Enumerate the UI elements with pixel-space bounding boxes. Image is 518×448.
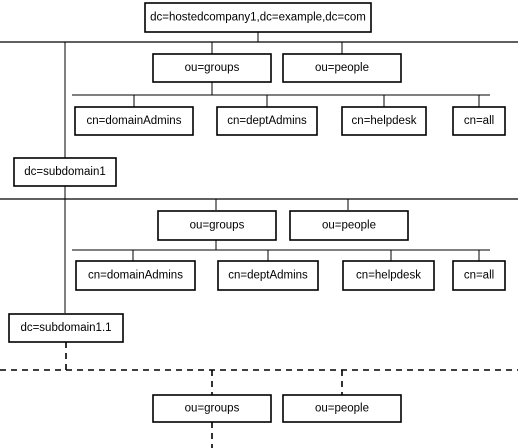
cn-node: cn=domainAdmins bbox=[75, 260, 196, 291]
cn-node: cn=helpdesk bbox=[341, 106, 427, 136]
cn-node-label: cn=deptAdmins bbox=[228, 270, 308, 282]
root-node-label: dc=hostedcompany1,dc=example,dc=com bbox=[150, 12, 366, 24]
cn-node: cn=deptAdmins bbox=[216, 106, 318, 136]
ou-node: ou=groups bbox=[152, 394, 272, 423]
cn-node-label: cn=all bbox=[464, 115, 494, 127]
cn-node: cn=deptAdmins bbox=[217, 260, 319, 291]
ou-node: ou=people bbox=[282, 394, 402, 423]
ou-node-label: ou=groups bbox=[185, 403, 240, 415]
cn-node: cn=domainAdmins bbox=[74, 106, 194, 136]
cn-node-label: cn=domainAdmins bbox=[87, 115, 182, 127]
ou-node-label: ou=people bbox=[322, 220, 376, 232]
cn-node: cn=helpdesk bbox=[342, 260, 435, 291]
ou-node-label: ou=groups bbox=[185, 62, 240, 74]
root-node: dc=hostedcompany1,dc=example,dc=com bbox=[144, 2, 372, 33]
ou-node-label: ou=people bbox=[315, 62, 369, 74]
ou-node: ou=people bbox=[289, 210, 409, 241]
cn-node: cn=all bbox=[452, 260, 506, 291]
ou-node: ou=people bbox=[282, 53, 402, 83]
cn-node-label: cn=deptAdmins bbox=[227, 115, 307, 127]
subdomain-node-label: dc=subdomain1 bbox=[24, 166, 106, 178]
subdomain-node: dc=subdomain1.1 bbox=[8, 313, 124, 343]
ou-node-label: ou=people bbox=[315, 403, 369, 415]
ou-node: ou=groups bbox=[157, 210, 277, 241]
tree-connectors bbox=[0, 32, 518, 448]
subdomain-node: dc=subdomain1 bbox=[13, 157, 117, 187]
cn-node-label: cn=helpdesk bbox=[356, 270, 421, 282]
cn-node-label: cn=helpdesk bbox=[352, 115, 417, 127]
cn-node-label: cn=all bbox=[464, 270, 494, 282]
cn-node-label: cn=domainAdmins bbox=[88, 270, 183, 282]
subdomain-node-label: dc=subdomain1.1 bbox=[20, 322, 111, 334]
cn-node: cn=all bbox=[452, 106, 506, 136]
ou-node: ou=groups bbox=[152, 53, 272, 83]
ou-node-label: ou=groups bbox=[190, 220, 245, 232]
